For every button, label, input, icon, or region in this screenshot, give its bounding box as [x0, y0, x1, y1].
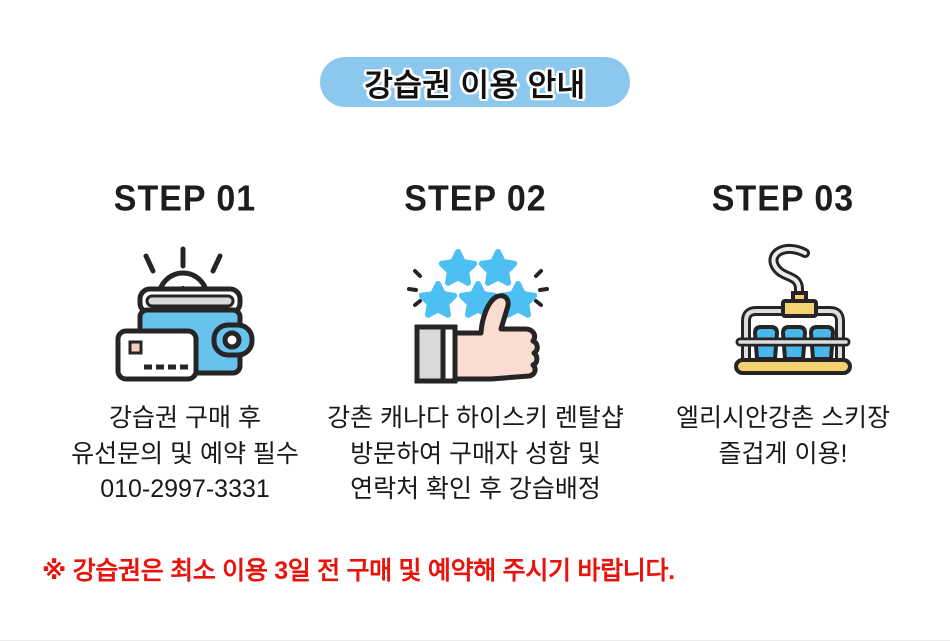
step-column-2: STEP 02	[318, 179, 633, 508]
step-1-label: STEP 01	[113, 179, 257, 219]
step-1-line-2: 유선문의 및 예약 필수	[71, 439, 299, 468]
step-2-description: 강촌 캐나다 하이스키 렌탈샵 방문하여 구매자 성함 및 연락처 확인 후 강…	[318, 401, 633, 508]
step-1-icon-wrap: $	[30, 239, 340, 389]
step-2-line-2: 방문하여 구매자 성함 및	[350, 439, 601, 468]
thumbs-up-stars-icon	[406, 239, 549, 384]
step-3-line-2: 즐겁게 이용!	[718, 439, 848, 468]
reservation-notice: ※ 강습권은 최소 이용 3일 전 구매 및 예약해 주시기 바랍니다.	[42, 557, 675, 585]
step-1-description: 강습권 구매 후 유선문의 및 예약 필수 010-2997-3331	[30, 401, 340, 508]
step-1-phone-number: 010-2997-3331	[100, 475, 270, 503]
ski-lift-chair-icon	[734, 243, 852, 375]
step-1-line-1: 강습권 구매 후	[109, 404, 261, 432]
step-3-description: 엘리시안강촌 스키장 즐겁게 이용!	[633, 401, 933, 472]
step-column-1: STEP 01 $	[30, 179, 340, 508]
title-badge: 강습권 이용 안내	[320, 57, 630, 107]
step-3-line-1: 엘리시안강촌 스키장	[676, 404, 890, 432]
step-3-icon-wrap	[633, 239, 933, 389]
step-2-label: STEP 02	[404, 179, 547, 219]
step-2-icon-wrap	[318, 239, 633, 389]
page-title: 강습권 이용 안내	[364, 67, 586, 103]
step-2-line-3: 연락처 확인 후 강습배정	[350, 475, 601, 503]
step-2-line-1: 강촌 캐나다 하이스키 렌탈샵	[327, 404, 624, 432]
wallet-payment-icon: $	[115, 246, 255, 382]
step-3-label: STEP 03	[711, 179, 855, 219]
step-column-3: STEP 03	[633, 179, 933, 472]
